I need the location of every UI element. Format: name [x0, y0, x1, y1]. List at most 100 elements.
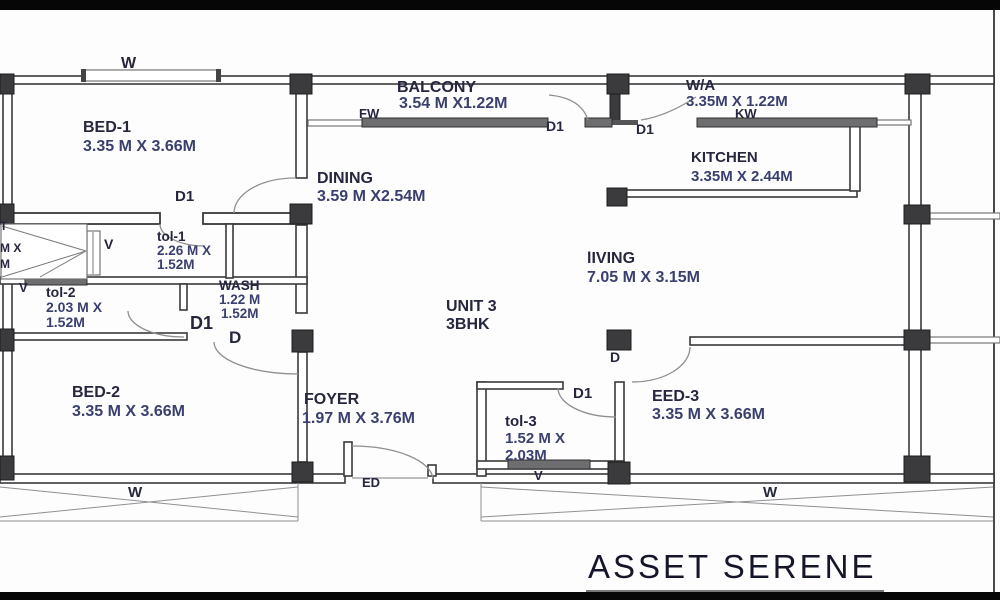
bay-windows [0, 483, 994, 522]
room-dims-tol1-a: 2.26 M X [157, 243, 212, 258]
ext-line-kw [876, 119, 912, 126]
door-arc-tol1 [159, 223, 206, 247]
wall-tol3-top [476, 381, 564, 390]
wall-bed1-bottom-a [0, 212, 161, 225]
room-dims-bed1: 3.35 M X 3.66M [83, 138, 196, 155]
room-dims-bed3: 3.35 M X 3.66M [652, 406, 765, 423]
project-title: ASSET SERENE [586, 548, 885, 592]
marker-door-bed3: D [610, 349, 621, 365]
room-dims-bed2: 3.35 M X 3.66M [72, 403, 185, 420]
window-sills [24, 69, 878, 470]
columns [0, 73, 931, 485]
column-block [0, 328, 15, 352]
room-dims-tol3-b: 2.03M [505, 447, 547, 464]
unit-label: UNIT 3 [446, 298, 497, 315]
column-block [904, 73, 931, 95]
room-dims-tol2-b: 1.52M [46, 314, 85, 330]
bay-right-diagonal [480, 486, 994, 518]
door-arcs [127, 94, 697, 480]
shaft-diagonal [1, 225, 87, 252]
sill-fw-thin [307, 119, 363, 127]
column-block [0, 73, 15, 95]
shaft-box [0, 223, 88, 280]
marker-vent-tol2: V [19, 280, 28, 295]
column-block [291, 461, 314, 483]
door-arc-entrance [351, 445, 434, 480]
unit-type-label: 3BHK [446, 316, 490, 333]
marker-door1-tol3: D1 [573, 385, 593, 402]
wall-top [0, 75, 995, 85]
partial-text-shaft-2: M X [0, 241, 22, 255]
door-arc-bed1 [233, 177, 297, 214]
column-block [606, 187, 628, 207]
door-arc-bed3 [631, 346, 691, 383]
wall-living-bed3 [689, 336, 907, 346]
column-block [289, 73, 313, 95]
column-block [606, 329, 632, 351]
wall-mid-vertical-upper [295, 224, 308, 314]
room-label-kitchen: KITCHEN [691, 149, 758, 166]
column-block [607, 461, 631, 485]
door-arc-balcony [548, 94, 589, 121]
wall-bed1-right [295, 83, 308, 179]
marker-window-bottom-left: W [128, 484, 143, 501]
room-label-foyer: FOYER [304, 391, 360, 408]
window-top-left [83, 69, 219, 82]
room-dims-tol2-a: 2.03 M X [46, 299, 103, 315]
marker-door1-bed1: D1 [175, 188, 195, 205]
sill-fw-stub [584, 117, 613, 128]
bottom-frame-bar [0, 592, 1000, 600]
column-block [0, 455, 15, 481]
shaft-cross [0, 223, 88, 280]
walls [0, 75, 1000, 484]
marker-window-top-left: W [121, 55, 137, 72]
wall-tol2-right [179, 283, 188, 311]
marker-door1-wa: D1 [636, 121, 654, 137]
wall-tol1-right [225, 223, 234, 279]
room-dims-wa: 3.35M X 1.22M [686, 93, 788, 110]
window-end-tick [81, 69, 86, 82]
room-label-tol1: tol-1 [157, 229, 186, 244]
room-dims-kitchen: 3.35M X 2.44M [691, 168, 793, 185]
partial-text-shaft-1: T [0, 219, 8, 233]
door-arc-bed2 [213, 341, 299, 375]
wall-right [908, 83, 922, 476]
marker-door1-tol2: D1 [190, 313, 214, 333]
room-label-balcony: BALCONY [397, 79, 477, 96]
room-dims-tol1-b: 1.52M [157, 257, 195, 272]
wall-kitchen-right [849, 124, 861, 192]
wall-ed-jamb-left [343, 441, 353, 477]
door-arc-wa [640, 96, 697, 121]
door-arc-tol2 [127, 310, 185, 338]
wall-bottom-left [0, 473, 346, 484]
column-block [903, 329, 931, 351]
room-dims-foyer: 1.97 M X 3.76M [302, 410, 415, 427]
right-frame-line [993, 10, 995, 592]
marker-window-bottom-right: W [763, 484, 778, 501]
marker-french-window: FW [359, 106, 380, 121]
room-label-living: lIVING [587, 250, 636, 267]
room-dims-wash-a: 1.22 M [219, 292, 261, 307]
marker-vent-tol3: V [534, 468, 543, 483]
column-block [903, 204, 931, 225]
ext-line-right-2 [929, 336, 1000, 344]
shaft-diagonal [1, 250, 87, 278]
top-frame-bar [0, 0, 1000, 10]
sill-fw [361, 117, 549, 128]
bay-left-diagonal [0, 486, 299, 518]
room-dims-living: 7.05 M X 3.15M [587, 269, 700, 286]
room-dims-wash-b: 1.52M [221, 306, 259, 321]
room-label-wa: W/A [686, 77, 716, 94]
sill-vent-tol3 [507, 459, 591, 470]
column-block [289, 203, 313, 225]
room-label-wash: WASH [219, 278, 260, 293]
wall-kitchen-bottom [619, 189, 858, 198]
wall-tol-mid [0, 276, 308, 285]
room-label-bed2: BED-2 [72, 384, 121, 401]
door-arc-tol3 [557, 387, 617, 418]
room-label-bed1: BED-1 [83, 119, 132, 136]
wall-wa-partition-foot [610, 120, 638, 125]
